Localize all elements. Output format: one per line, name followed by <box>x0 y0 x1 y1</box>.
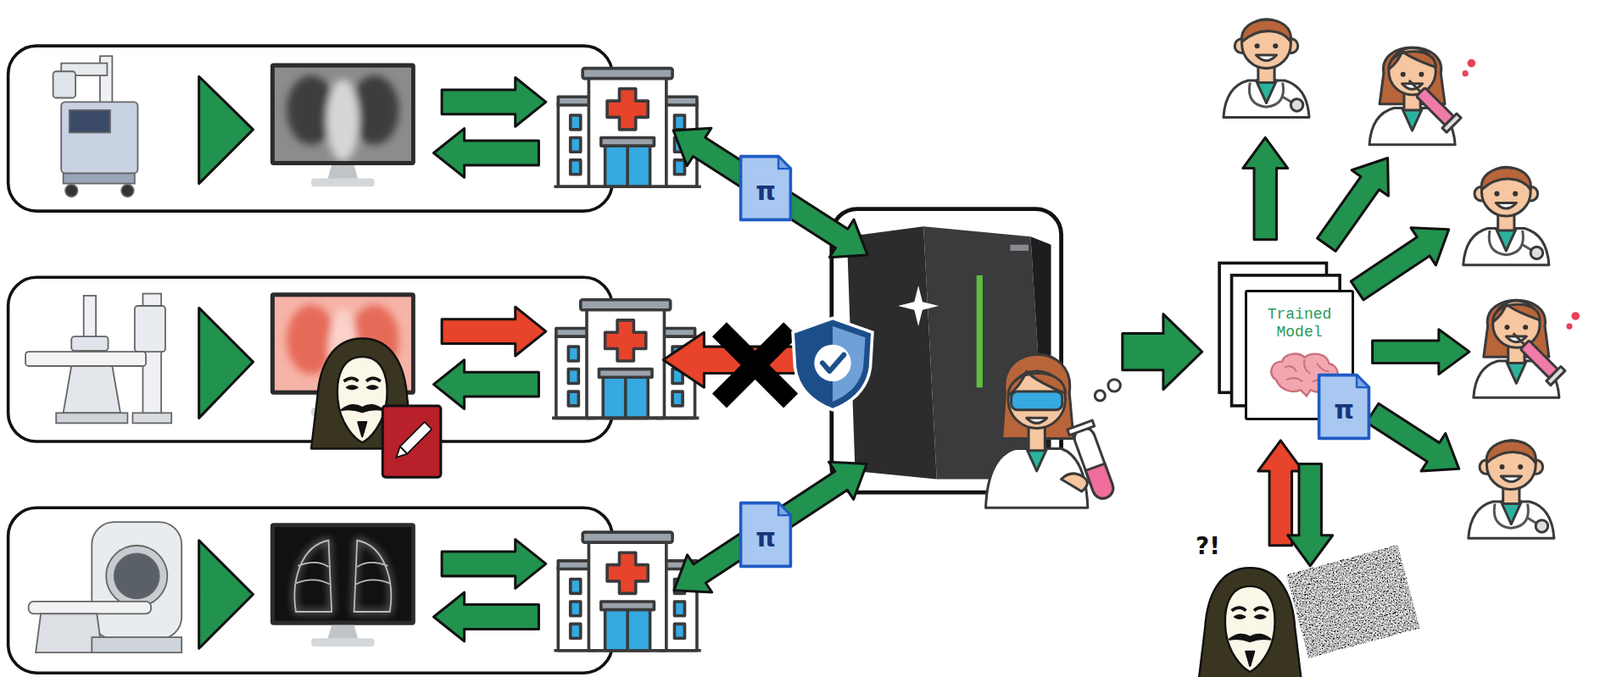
exclamation-label: ?! <box>1195 532 1221 561</box>
document-badge: π <box>1315 372 1372 442</box>
document-badge: π <box>737 500 794 570</box>
model-title: Trained Model <box>1257 306 1343 341</box>
document-badge: π <box>737 153 794 223</box>
pi-symbol: π <box>1333 395 1355 425</box>
pi-symbol: π <box>755 523 776 553</box>
model-card: Trained Modelπ <box>1244 289 1355 421</box>
pi-symbol: π <box>755 176 776 207</box>
